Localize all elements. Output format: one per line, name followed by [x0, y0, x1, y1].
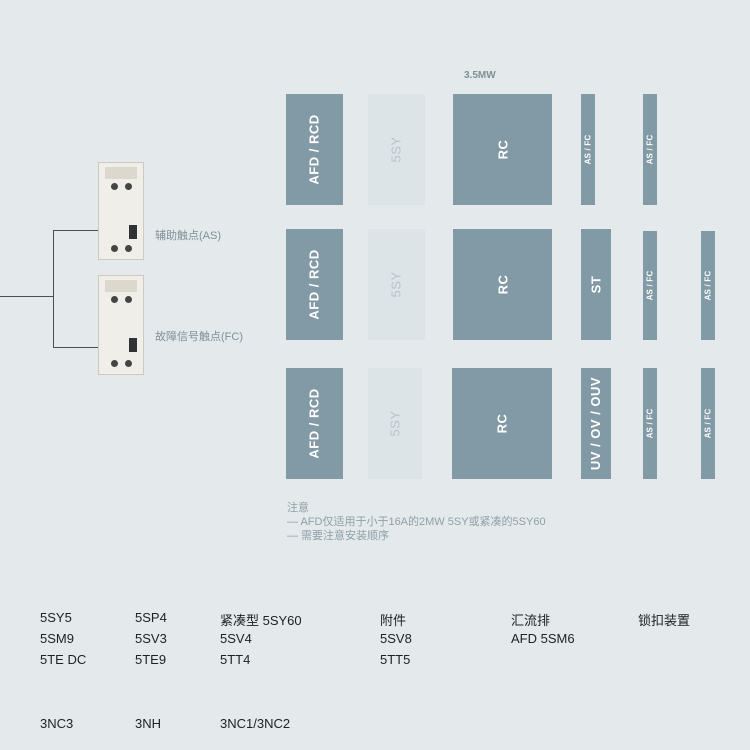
block-as-fc: AS / FC: [581, 94, 595, 205]
fault-signal-contact-device-image: [98, 275, 144, 375]
block-afd-rcd: AFD / RCD: [286, 229, 343, 340]
fc-caption: 故障信号触点(FC): [155, 331, 243, 343]
connector-top-branch: [53, 230, 98, 231]
width-label: 3.5MW: [464, 70, 496, 81]
notes-line: — AFD仅适用于小于16A的2MW 5SY或紧凑的5SY60: [287, 516, 546, 528]
block-label: AFD / RCD: [307, 249, 322, 320]
block-label: 5SY: [387, 410, 403, 437]
product-5tt5: 5TT5: [380, 652, 411, 667]
block-uv-ov-ouv: UV / OV / OUV: [581, 368, 611, 479]
product-busbar: 汇流排: [511, 613, 551, 628]
block-label: RC: [494, 413, 510, 434]
block-label: AFD / RCD: [307, 114, 322, 185]
block-label: 5SY: [388, 271, 404, 298]
product-5sv4: 5SV4: [220, 631, 252, 646]
product-3nc3: 3NC3: [40, 716, 74, 731]
block-as-fc: AS / FC: [643, 231, 657, 340]
block-afd-rcd: AFD / RCD: [286, 94, 343, 205]
block-label: RC: [495, 139, 510, 160]
block-label: AS / FC: [645, 270, 655, 301]
notes-title: 注意: [287, 502, 309, 514]
block-rc: RC: [453, 94, 552, 205]
block-as-fc: AS / FC: [643, 94, 657, 205]
product-accessories: 附件: [380, 613, 407, 628]
block-as-fc: AS / FC: [701, 368, 715, 479]
block-label: AS / FC: [645, 408, 655, 439]
product-compact-5sy60: 紧凑型 5SY60: [220, 613, 302, 628]
product-5sm9: 5SM9: [40, 631, 74, 646]
notes-line: — 需要注意安装顺序: [287, 530, 390, 542]
product-5tt4: 5TT4: [220, 652, 251, 667]
block-label: AS / FC: [703, 270, 713, 301]
block-label: AS / FC: [583, 134, 593, 165]
product-3nh: 3NH: [135, 716, 162, 731]
block-5sy: 5SY: [368, 229, 425, 340]
block-rc: RC: [453, 229, 552, 340]
product-5sy5: 5SY5: [40, 610, 72, 625]
block-5sy: 5SY: [368, 94, 425, 205]
connector-main-horizontal: [0, 296, 53, 297]
block-label: RC: [495, 274, 510, 295]
block-label: UV / OV / OUV: [588, 376, 604, 471]
block-label: AS / FC: [645, 134, 655, 165]
block-afd-rcd: AFD / RCD: [286, 368, 343, 479]
product-5sv8: 5SV8: [380, 631, 412, 646]
block-label: 5SY: [388, 136, 404, 163]
block-label: ST: [588, 275, 604, 294]
product-5sv3: 5SV3: [135, 631, 167, 646]
product-5te9: 5TE9: [135, 652, 167, 667]
product-locking-device: 锁扣装置: [638, 613, 691, 628]
block-5sy: 5SY: [368, 368, 422, 479]
block-as-fc: AS / FC: [643, 368, 657, 479]
connector-bottom-branch: [53, 347, 98, 348]
product-5sp4: 5SP4: [135, 610, 167, 625]
block-label: AS / FC: [703, 408, 713, 439]
block-st: ST: [581, 229, 611, 340]
as-caption: 辅助触点(AS): [155, 230, 221, 242]
product-afd-5sm6: AFD 5SM6: [511, 631, 575, 646]
block-rc: RC: [452, 368, 552, 479]
auxiliary-contact-device-image: [98, 162, 144, 260]
notes: 注意 — AFD仅适用于小于16A的2MW 5SY或紧凑的5SY60 — 需要注…: [287, 501, 546, 543]
connector-vertical: [53, 230, 54, 347]
product-5te-dc: 5TE DC: [40, 652, 87, 667]
product-3nc1-3nc2: 3NC1/3NC2: [220, 716, 291, 731]
block-as-fc: AS / FC: [701, 231, 715, 340]
block-label: AFD / RCD: [307, 388, 322, 459]
